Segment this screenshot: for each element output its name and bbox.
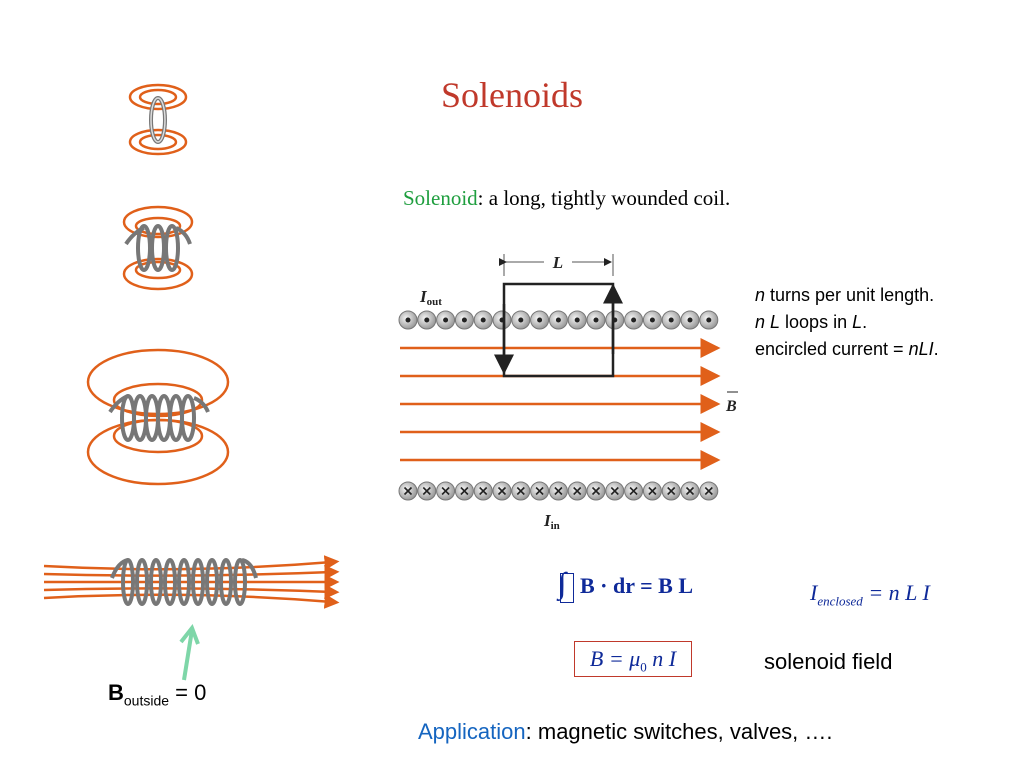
- current-out-dot-icon: [687, 317, 693, 323]
- application-text: : magnetic switches, valves, ….: [525, 719, 833, 744]
- current-in-cross-icon: [685, 486, 695, 496]
- definition-term: Solenoid: [403, 186, 478, 210]
- current-in-cross-icon: [516, 486, 525, 496]
- definition-text: : a long, tightly wounded coil.: [477, 186, 731, 210]
- label-B: B: [725, 398, 737, 415]
- wires-current-in: [398, 481, 719, 501]
- current-in-cross-icon: [667, 486, 676, 496]
- current-in-cross-icon: [535, 486, 544, 496]
- current-in-cross-icon: [554, 486, 563, 496]
- single-loop-diagram: [128, 83, 188, 156]
- current-out-dot-icon: [424, 317, 430, 323]
- solenoid-notes: n turns per unit length. n L loops in L.…: [755, 282, 939, 363]
- current-out-dot-icon: [631, 317, 637, 323]
- current-out-dot-icon: [537, 317, 543, 323]
- current-in-cross-icon: [591, 486, 601, 496]
- current-out-dot-icon: [649, 317, 655, 323]
- application-term: Application: [418, 719, 526, 744]
- closed-integral-icon: ∫: [558, 569, 574, 603]
- ampere-law-equation: ∫B · dr = B L: [558, 569, 693, 603]
- current-in-cross-icon: [573, 486, 582, 496]
- amperian-loop: [502, 282, 615, 378]
- b-outside-arrow: [179, 623, 200, 681]
- slide-title: Solenoids: [440, 75, 583, 115]
- current-in-cross-icon: [497, 486, 507, 496]
- wires-current-out: [398, 310, 719, 330]
- current-in-cross-icon: [648, 486, 657, 496]
- current-out-dot-icon: [480, 317, 486, 323]
- solenoid-field-equation: B = μ0 n I: [574, 641, 692, 677]
- label-I-out: Iout: [419, 287, 442, 308]
- solenoid-illustrations: [43, 83, 340, 681]
- current-out-dot-icon: [518, 317, 524, 323]
- current-out-dot-icon: [668, 317, 674, 323]
- current-out-dot-icon: [574, 317, 580, 323]
- note-loops: n L loops in L.: [755, 312, 868, 332]
- current-out-dot-icon: [706, 317, 712, 323]
- solenoid-definition: Solenoid: a long, tightly wounded coil.: [403, 186, 730, 211]
- solenoid-field-label: solenoid field: [764, 649, 893, 674]
- current-out-dot-icon: [555, 317, 561, 323]
- note-current: encircled current = nLI.: [755, 339, 939, 359]
- current-in-cross-icon: [441, 486, 450, 496]
- label-L: L: [552, 253, 563, 272]
- current-in-cross-icon: [610, 486, 619, 496]
- current-out-dot-icon: [405, 317, 411, 323]
- current-out-dot-icon: [461, 317, 467, 323]
- current-in-cross-icon: [704, 486, 713, 496]
- current-out-dot-icon: [443, 317, 449, 323]
- current-in-cross-icon: [479, 486, 488, 496]
- b-outside-label: Boutside = 0: [108, 680, 207, 709]
- current-in-cross-icon: [629, 486, 638, 496]
- current-in-cross-icon: [460, 486, 469, 496]
- current-in-cross-icon: [422, 486, 431, 496]
- length-dimension: L: [499, 253, 614, 276]
- note-turns: n turns per unit length.: [755, 285, 935, 305]
- solenoid-cross-section: L Iout B Iin: [398, 253, 738, 532]
- three-turn-coil-diagram: [122, 205, 194, 291]
- long-solenoid-diagram: [43, 555, 340, 609]
- current-out-dot-icon: [593, 317, 599, 323]
- label-I-in: Iin: [543, 511, 560, 532]
- application-line: Application: magnetic switches, valves, …: [418, 719, 833, 745]
- six-turn-coil-diagram: [86, 348, 230, 486]
- enclosed-current-equation: Ienclosed = n L I: [810, 580, 930, 609]
- current-in-cross-icon: [403, 486, 413, 496]
